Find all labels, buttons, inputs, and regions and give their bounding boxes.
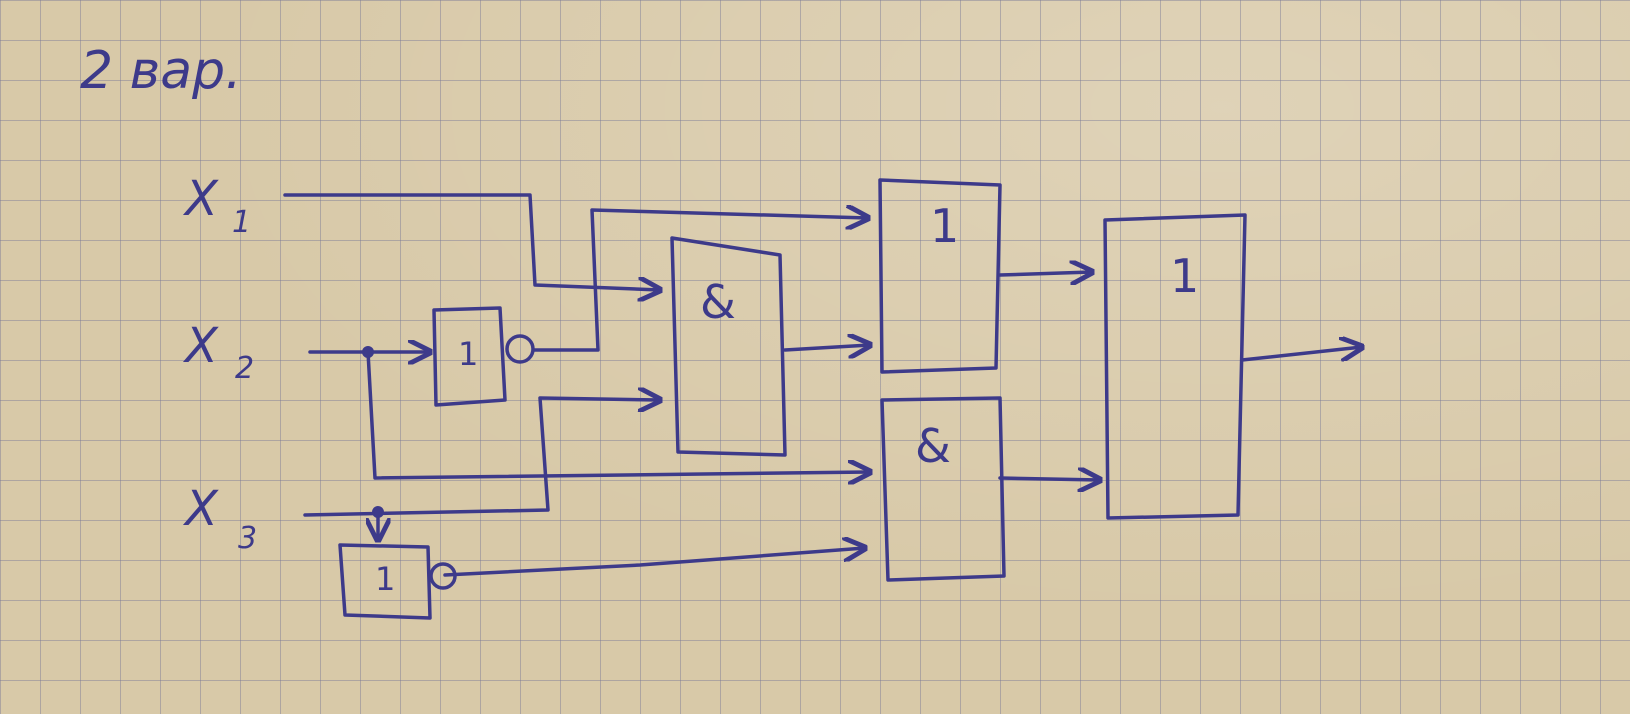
svg-text:&: & xyxy=(700,275,736,329)
input-label-x3: X 3 xyxy=(182,481,257,556)
junction-x3 xyxy=(372,506,384,518)
input-label-x2: X 2 xyxy=(182,318,254,386)
and-gate-top: & xyxy=(670,236,787,457)
variant-title: 2 вар. xyxy=(80,41,242,101)
and-gate-bottom: & xyxy=(880,396,1006,582)
or-gate-top: 1 xyxy=(878,178,1002,374)
svg-text:1: 1 xyxy=(930,199,959,253)
junction-x2 xyxy=(362,346,374,358)
svg-text:1: 1 xyxy=(458,335,478,373)
svg-text:X: X xyxy=(182,481,219,537)
svg-text:1: 1 xyxy=(232,205,251,240)
wire-and-top-to-or-top xyxy=(783,345,870,350)
or-gate-final: 1 xyxy=(1103,213,1247,520)
wire-and-bottom-to-final xyxy=(998,478,1100,480)
svg-text:1: 1 xyxy=(375,560,395,598)
svg-text:X: X xyxy=(182,318,219,374)
svg-text:X: X xyxy=(182,171,219,227)
input-label-x1: X 1 xyxy=(182,171,251,240)
svg-text:1: 1 xyxy=(1170,249,1199,303)
wire-x1-to-and-top xyxy=(283,193,660,290)
wire-output xyxy=(1240,347,1362,362)
not-gate-x3: 1 xyxy=(338,543,457,620)
wire-x2-to-and-bottom xyxy=(366,350,870,478)
not-gate-x2: 1 xyxy=(432,306,535,407)
svg-text:3: 3 xyxy=(238,521,257,556)
wire-x3-to-and-top xyxy=(303,398,660,517)
wire-or-top-to-final xyxy=(998,272,1092,275)
wires xyxy=(283,193,1362,577)
wire-not-x2-to-or-top xyxy=(532,210,868,352)
wire-not-x3-to-and-bottom xyxy=(443,548,865,577)
svg-text:&: & xyxy=(915,419,951,473)
svg-text:2: 2 xyxy=(235,351,254,386)
